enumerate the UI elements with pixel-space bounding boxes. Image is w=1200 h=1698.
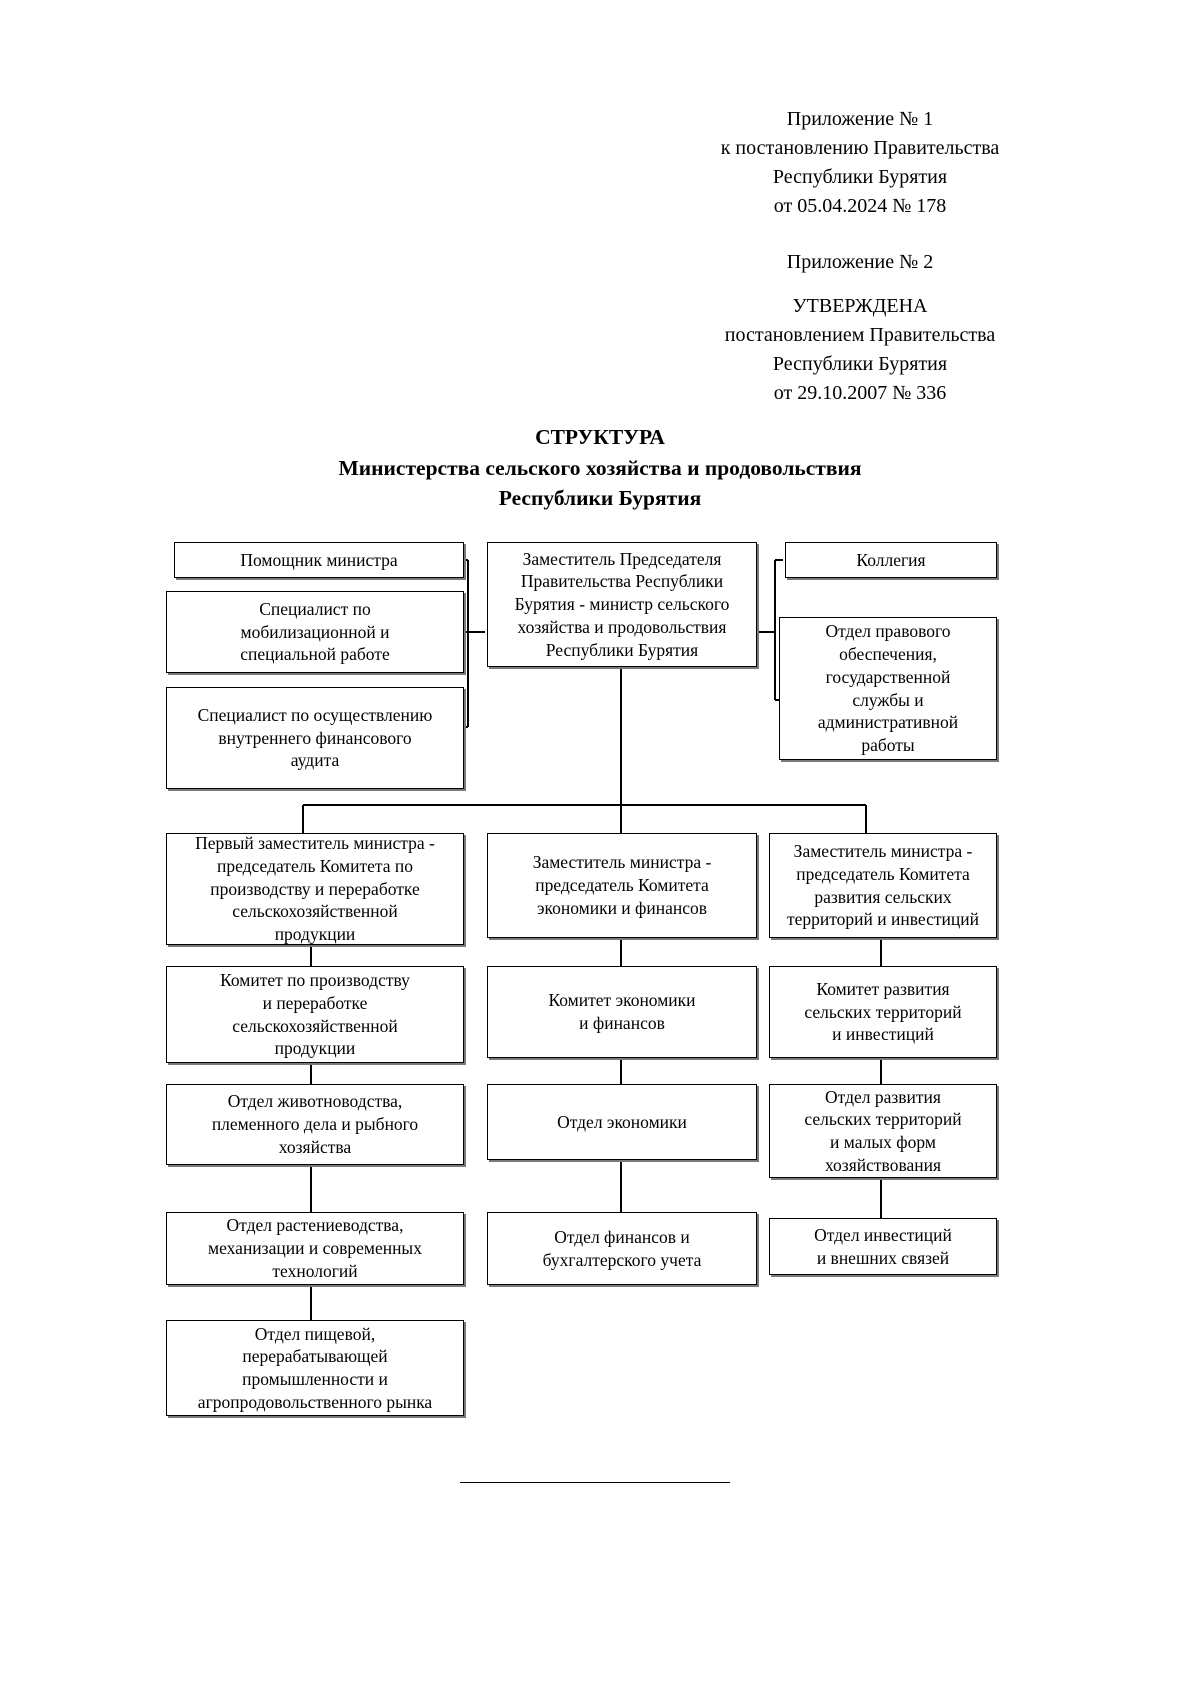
appendix-2-label: Приложение № 2 (786, 251, 934, 273)
node-committee-production[interactable]: Комитет по производству и переработке се… (166, 966, 464, 1063)
title-line-3: Республики Бурятия (498, 486, 702, 511)
approved-by-block: УТВЕРЖДЕНА постановлением Правительства … (724, 295, 996, 404)
node-assistant[interactable]: Помощник министра (174, 542, 464, 578)
node-first-deputy-minister[interactable]: Первый заместитель министра - председате… (166, 833, 464, 945)
node-committee-economy[interactable]: Комитет экономики и финансов (487, 966, 757, 1058)
node-dept-investments[interactable]: Отдел инвестиций и внешних связей (769, 1218, 997, 1275)
node-legal-department[interactable]: Отдел правового обеспечения, государстве… (779, 617, 997, 760)
page-title: СТРУКТУРА Министерства сельского хозяйст… (140, 422, 1060, 514)
title-line-1: СТРУКТУРА (535, 425, 665, 449)
node-dept-food-industry[interactable]: Отдел пищевой, перерабатывающей промышле… (166, 1320, 464, 1416)
node-dept-finance[interactable]: Отдел финансов и бухгалтерского учета (487, 1212, 757, 1285)
node-dept-livestock[interactable]: Отдел животноводства, племенного дела и … (166, 1084, 464, 1165)
appendix-1-approval-block: Приложение № 1 к постановлению Правитель… (720, 108, 1000, 217)
title-line-2: Министерства сельского хозяйства и продо… (338, 455, 862, 480)
node-deputy-minister-economy[interactable]: Заместитель министра - председатель Коми… (487, 833, 757, 938)
node-internal-audit-specialist[interactable]: Специалист по осуществлению внутреннего … (166, 687, 464, 789)
node-deputy-minister-rural[interactable]: Заместитель министра - председатель Коми… (769, 833, 997, 938)
node-collegium[interactable]: Коллегия (785, 542, 997, 578)
node-mobilization-specialist[interactable]: Специалист по мобилизационной и специаль… (166, 591, 464, 673)
node-minister[interactable]: Заместитель Председателя Правительства Р… (487, 542, 757, 667)
footer-divider (460, 1482, 730, 1483)
node-dept-rural-development[interactable]: Отдел развития сельских территорий и мал… (769, 1084, 997, 1178)
node-committee-rural[interactable]: Комитет развития сельских территорий и и… (769, 966, 997, 1058)
node-dept-crop[interactable]: Отдел растениеводства, механизации и сов… (166, 1212, 464, 1285)
node-dept-economy[interactable]: Отдел экономики (487, 1084, 757, 1160)
